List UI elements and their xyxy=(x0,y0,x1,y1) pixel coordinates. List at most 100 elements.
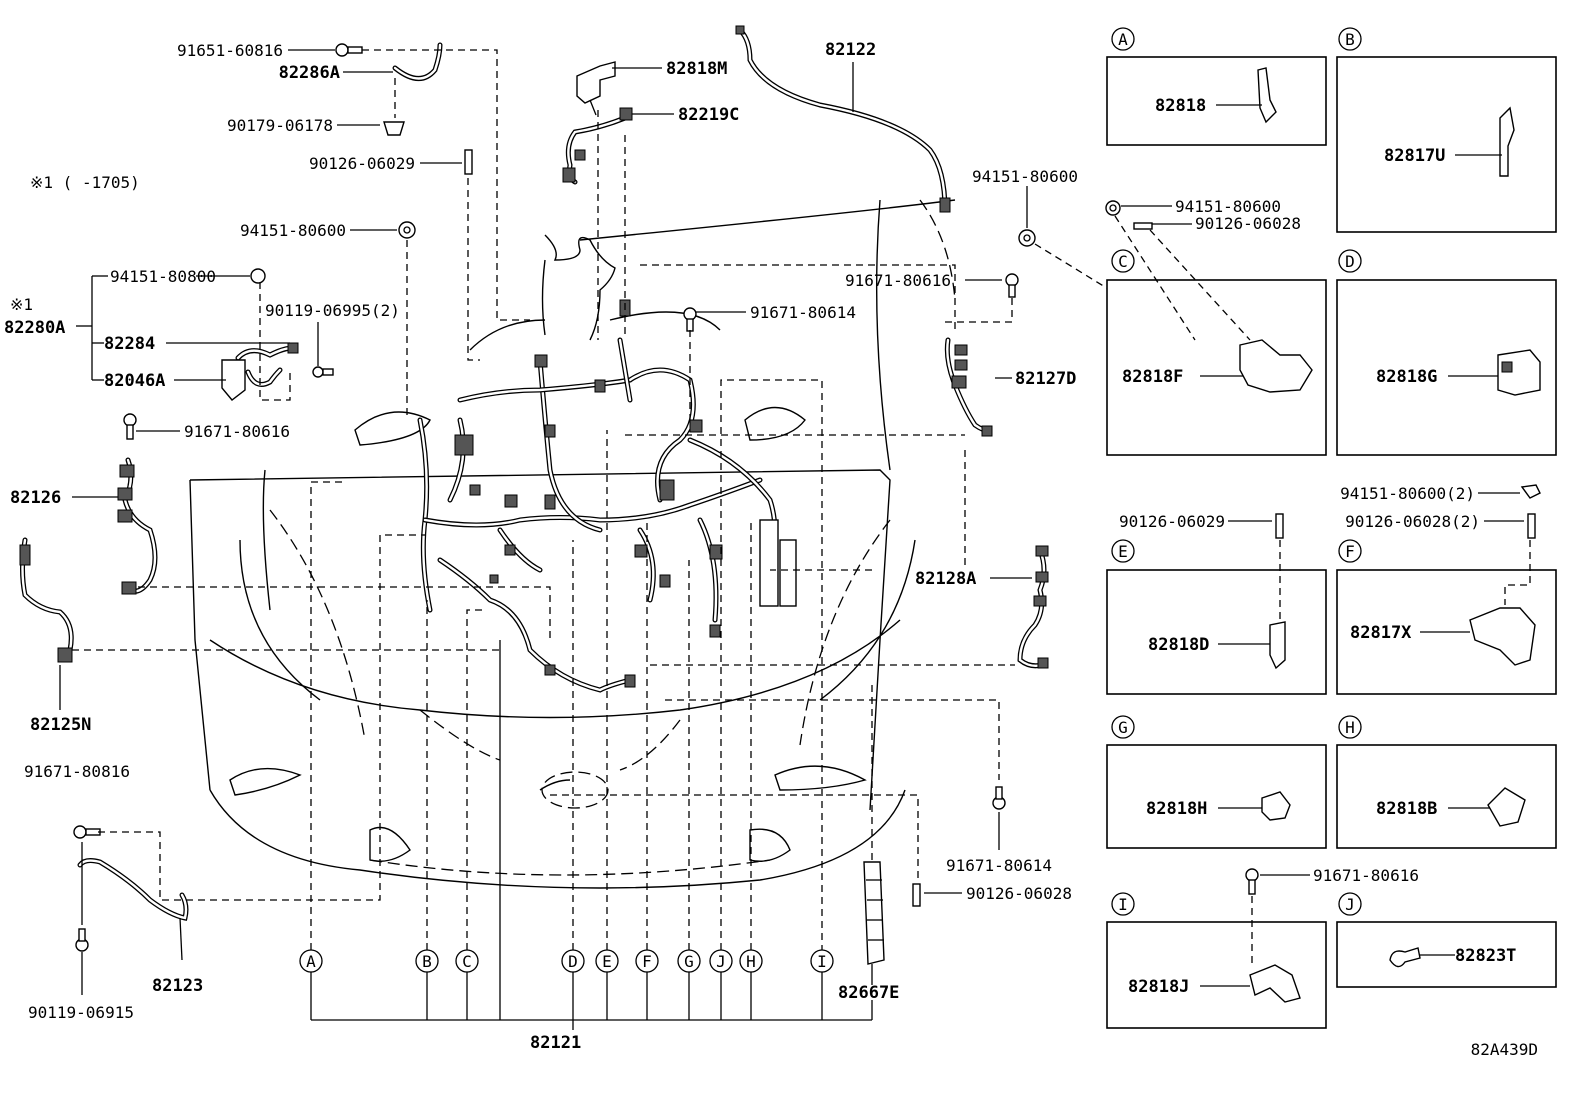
sub-harness-82122[interactable] xyxy=(735,25,951,213)
label-91651-60816[interactable]: 91651-60816 xyxy=(177,41,283,60)
sub-harness-82280A[interactable] xyxy=(221,342,299,401)
detail-callout-J: J xyxy=(1338,892,1362,916)
detail-panel-E[interactable]: 90126-06029 82818D xyxy=(1106,512,1327,695)
detail-part-82818G[interactable]: 82818G xyxy=(1376,367,1437,387)
svg-text:J: J xyxy=(1345,895,1355,914)
detail-panel-J[interactable]: 82823T xyxy=(1336,921,1557,988)
sub-harness-82219C[interactable] xyxy=(562,107,633,185)
svg-text:A: A xyxy=(306,952,316,971)
label-82122[interactable]: 82122 xyxy=(825,40,876,60)
sub-harness-82127D[interactable] xyxy=(944,337,993,437)
callout-E[interactable]: E xyxy=(595,949,619,973)
detail-part-82823T[interactable]: 82823T xyxy=(1455,946,1516,966)
svg-text:C: C xyxy=(462,952,472,971)
label-90179-06178[interactable]: 90179-06178 xyxy=(227,116,333,135)
label-94151-80600[interactable]: 94151-80600 xyxy=(240,221,346,240)
detail-panel-B[interactable]: 82817U xyxy=(1336,56,1557,233)
label-91671-80614-top[interactable]: 91671-80614 xyxy=(750,303,856,322)
detail-callout-B: B xyxy=(1338,27,1362,51)
label-91671-80616-left[interactable]: 91671-80616 xyxy=(184,422,290,441)
callout-I[interactable]: I xyxy=(810,949,834,973)
detail-fastener-94151-80600[interactable]: 94151-80600 xyxy=(1175,197,1281,216)
fastener-clip-icon xyxy=(383,121,405,136)
sub-harness-82286A[interactable] xyxy=(392,42,443,81)
detail-fastener-90126-06029[interactable]: 90126-06029 xyxy=(1119,512,1225,531)
detail-panel-A[interactable]: 82818 xyxy=(1106,56,1327,146)
callout-B[interactable]: B xyxy=(415,949,439,973)
fastener-nut-icon xyxy=(398,221,416,239)
detail-panel-H[interactable]: 82818B xyxy=(1336,744,1557,849)
fastener-bolt-icon xyxy=(312,366,334,378)
detail-panel-F[interactable]: 94151-80600(2) 90126-06028(2) 82817X xyxy=(1336,484,1557,695)
svg-text:C: C xyxy=(1118,252,1128,271)
detail-part-82818D[interactable]: 82818D xyxy=(1148,635,1209,655)
label-90119-06915[interactable]: 90119-06915 xyxy=(28,1003,134,1022)
sub-harness-82123[interactable] xyxy=(77,858,189,921)
detail-panel-G[interactable]: 82818H xyxy=(1106,744,1327,849)
sub-harness-82125N[interactable] xyxy=(19,537,74,663)
fastener-bolt-icon xyxy=(335,43,363,57)
svg-text:H: H xyxy=(746,952,756,971)
callout-H[interactable]: H xyxy=(739,949,763,973)
label-82127D[interactable]: 82127D xyxy=(1015,369,1076,389)
callout-G[interactable]: G xyxy=(677,949,701,973)
detail-callout-H: H xyxy=(1338,715,1362,739)
label-91671-80614-bottom[interactable]: 91671-80614 xyxy=(946,856,1052,875)
detail-panel-D[interactable]: 82818G xyxy=(1336,279,1557,456)
leader-lines xyxy=(59,49,1111,1030)
svg-text:E: E xyxy=(602,952,612,971)
fastener-nut-icon xyxy=(1018,229,1036,247)
detail-fastener-90126-06028[interactable]: 90126-06028 xyxy=(1195,214,1301,233)
detail-fastener-90126-06028-2[interactable]: 90126-06028(2) xyxy=(1345,512,1480,531)
sub-harness-82818M[interactable] xyxy=(576,61,616,116)
label-94151-80800[interactable]: 94151-80800 xyxy=(110,267,216,286)
svg-text:A: A xyxy=(1118,30,1128,49)
label-82125N[interactable]: 82125N xyxy=(30,715,91,735)
svg-text:D: D xyxy=(1345,252,1355,271)
label-90126-06029[interactable]: 90126-06029 xyxy=(309,154,415,173)
detail-part-82818J[interactable]: 82818J xyxy=(1128,977,1189,997)
label-82818M[interactable]: 82818M xyxy=(666,59,727,79)
detail-part-82818B[interactable]: 82818B xyxy=(1376,799,1437,819)
protector-82667E[interactable] xyxy=(863,861,885,965)
label-82123[interactable]: 82123 xyxy=(152,976,203,996)
sub-harness-82126[interactable] xyxy=(117,457,158,595)
callout-D[interactable]: D xyxy=(561,949,585,973)
callout-C[interactable]: C xyxy=(455,949,479,973)
detail-panel-C[interactable]: 94151-80600 90126-06028 82818F xyxy=(1105,197,1327,456)
detail-fastener-91671-80616[interactable]: 91671-80616 xyxy=(1313,866,1419,885)
sub-harness-82128A[interactable] xyxy=(1017,545,1049,669)
detail-fastener-94151-80600-2[interactable]: 94151-80600(2) xyxy=(1340,484,1475,503)
label-82219C[interactable]: 82219C xyxy=(678,105,739,125)
callout-F[interactable]: F xyxy=(635,949,659,973)
label-82046A[interactable]: 82046A xyxy=(104,371,165,391)
label-91671-80616-right[interactable]: 91671-80616 xyxy=(845,271,951,290)
label-82286A[interactable]: 82286A xyxy=(279,63,340,83)
fastener-bolt-icon xyxy=(1005,273,1019,298)
detail-callout-G: G xyxy=(1111,715,1135,739)
engine-room-wire-harness[interactable] xyxy=(417,299,797,693)
label-91671-80816[interactable]: 91671-80816 xyxy=(24,762,130,781)
fastener-stud-icon xyxy=(464,149,473,175)
detail-part-82818[interactable]: 82818 xyxy=(1155,96,1206,116)
detail-panel-I[interactable]: 91671-80616 82818J xyxy=(1106,866,1419,1029)
label-82128A[interactable]: 82128A xyxy=(915,569,976,589)
label-82280A[interactable]: 82280A xyxy=(4,318,65,338)
callout-A[interactable]: A xyxy=(299,949,323,973)
label-94151-80600-right[interactable]: 94151-80600 xyxy=(972,167,1078,186)
label-82284[interactable]: 82284 xyxy=(104,334,155,354)
svg-text:E: E xyxy=(1118,542,1128,561)
label-82667E[interactable]: 82667E xyxy=(838,983,899,1003)
detail-part-82818H[interactable]: 82818H xyxy=(1146,799,1207,819)
label-90119-06995[interactable]: 90119-06995(2) xyxy=(265,301,400,320)
detail-part-82817U[interactable]: 82817U xyxy=(1384,146,1445,166)
label-90126-06028-bottom[interactable]: 90126-06028 xyxy=(966,884,1072,903)
label-82126[interactable]: 82126 xyxy=(10,488,61,508)
detail-part-82817X[interactable]: 82817X xyxy=(1350,623,1412,643)
detail-part-82818F[interactable]: 82818F xyxy=(1122,367,1183,387)
callout-J[interactable]: J xyxy=(709,949,733,973)
label-82121[interactable]: 82121 xyxy=(530,1033,581,1053)
svg-text:F: F xyxy=(642,952,652,971)
svg-text:J: J xyxy=(716,952,726,971)
